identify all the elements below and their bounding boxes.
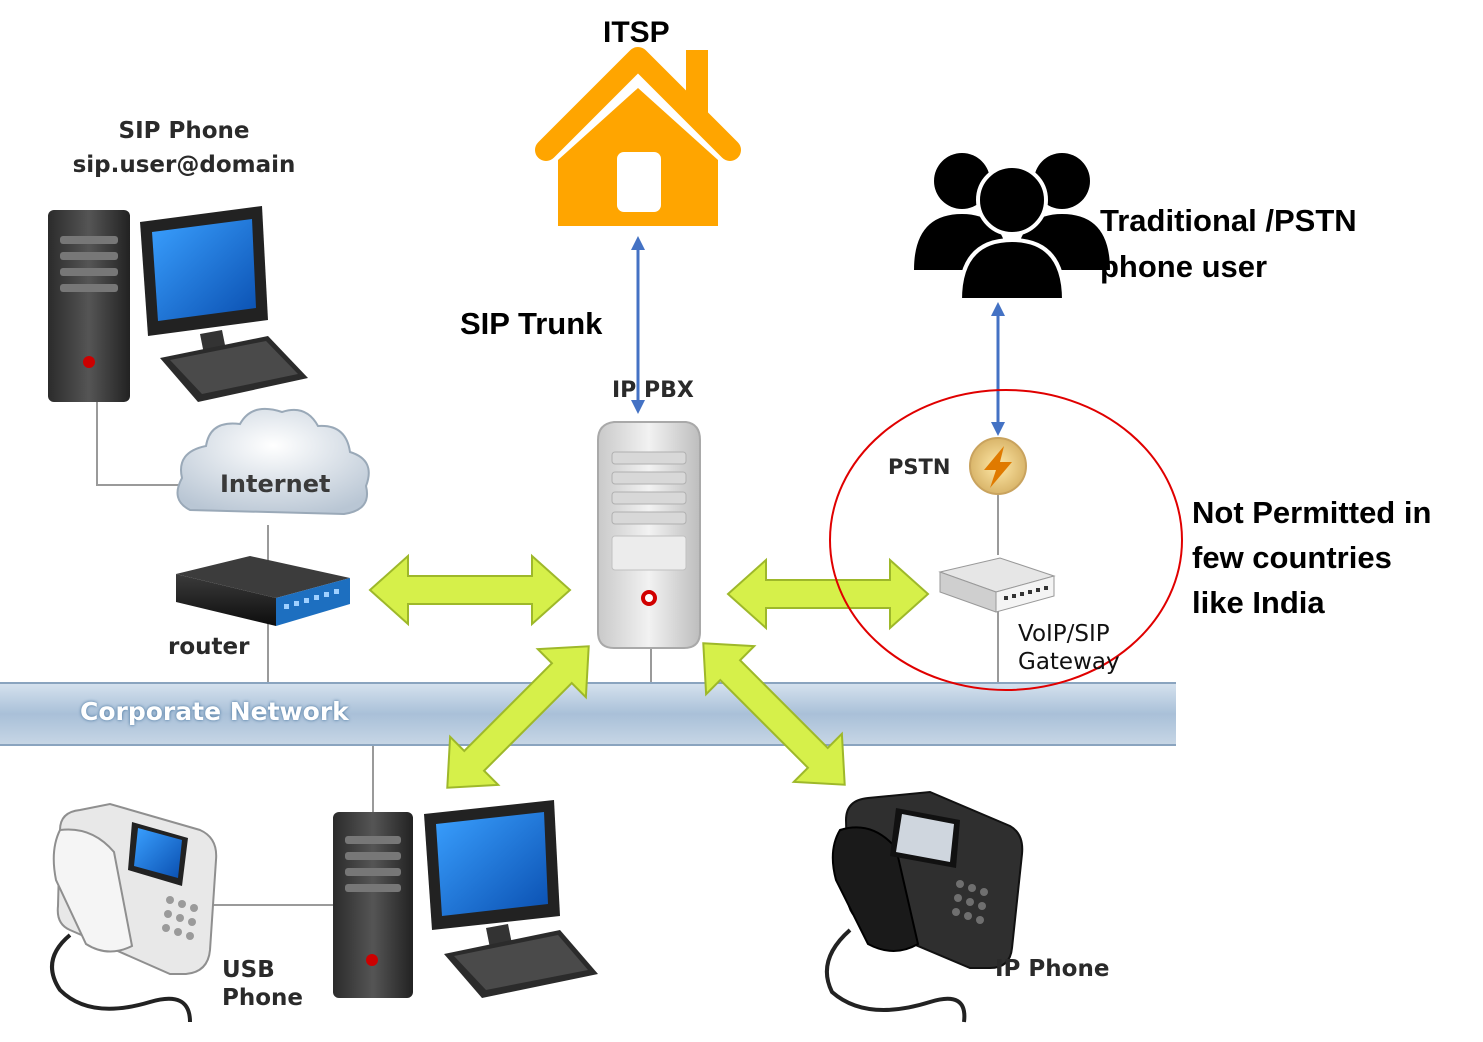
desktop-computer-icon [48,206,308,402]
desk-phone-icon [824,790,1024,1023]
annotation-label: Not Permitted in few countries like Indi… [1192,495,1432,620]
arrow-router-pbx [368,553,572,627]
connector-lines [96,400,999,906]
sip-trunk-link [631,236,645,414]
pstn-label: PSTN [888,455,951,479]
sip-phone-label: SIP Phone sip.user@domain [72,118,296,178]
gateway-box-icon [938,557,1056,613]
pstn-user-link [991,302,1005,436]
ip-pbx-label: IP PBX [612,378,694,403]
gateway-label: VoIP/SIP Gateway [1018,621,1120,675]
house-icon [535,47,741,226]
itsp-label: ITSP [603,16,670,49]
arrow-ipphone-pbx [702,642,846,786]
desktop-computer-icon [333,800,598,998]
green-double-arrows [368,553,930,789]
router-label: router [168,634,250,660]
corporate-network-label: Corporate Network [80,697,349,726]
arrow-gateway-pbx [726,557,930,631]
usb-phone-label: USB Phone [222,957,304,1011]
router-icon [176,556,350,626]
people-group-icon [914,153,1110,302]
arrow-usb-pbx [446,645,590,789]
internet-label: Internet [220,470,331,498]
pstn-users-label: Traditional /PSTN phone user [1100,203,1357,284]
server-tower-icon [597,421,701,649]
sip-trunk-label: SIP Trunk [460,306,603,341]
corporate-network-bar [0,682,1176,746]
cloud-icon [176,408,370,516]
desk-phone-icon [50,802,218,1023]
ip-phone-label: IP Phone [995,956,1110,982]
lightning-icon [969,437,1027,495]
highlight-circle [829,389,1183,691]
